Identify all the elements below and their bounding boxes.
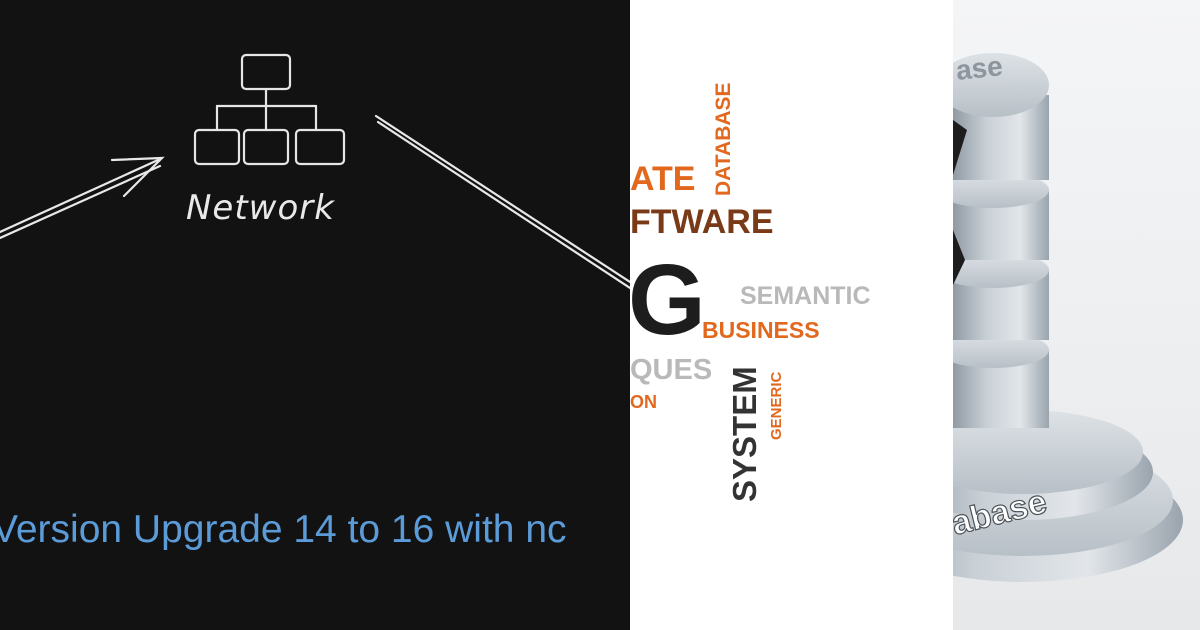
word-database: DATABASE <box>712 82 735 196</box>
word-cloud-panel: ATE DATABASE FTWARE G SEMANTIC BUSINESS … <box>630 0 953 630</box>
network-icon <box>193 53 346 166</box>
word-system: SYSTEM <box>726 366 763 502</box>
caption-text: Version Upgrade 14 to 16 with nc <box>0 508 567 551</box>
word-business: BUSINESS <box>702 317 820 343</box>
word-ate: ATE <box>630 160 696 198</box>
emblem-icon <box>953 120 967 175</box>
database-stack-icon: ase abase <box>953 50 1183 582</box>
database-illustration-panel: ase abase <box>953 0 1200 630</box>
network-label: Network <box>186 188 335 228</box>
arrow-left <box>0 156 165 240</box>
arrow-right <box>374 114 630 290</box>
word-ques: QUES <box>630 354 713 386</box>
word-on: ON <box>630 392 657 412</box>
svg-text:ase: ase <box>954 50 1004 86</box>
word-ftware: FTWARE <box>630 203 774 241</box>
word-g: G <box>630 244 706 356</box>
word-generic: GENERIC <box>768 371 785 440</box>
word-semantic: SEMANTIC <box>740 282 871 310</box>
chalkboard-panel: Network Version Upgrade 14 to 16 with nc <box>0 0 630 630</box>
network-diagram <box>0 53 630 290</box>
